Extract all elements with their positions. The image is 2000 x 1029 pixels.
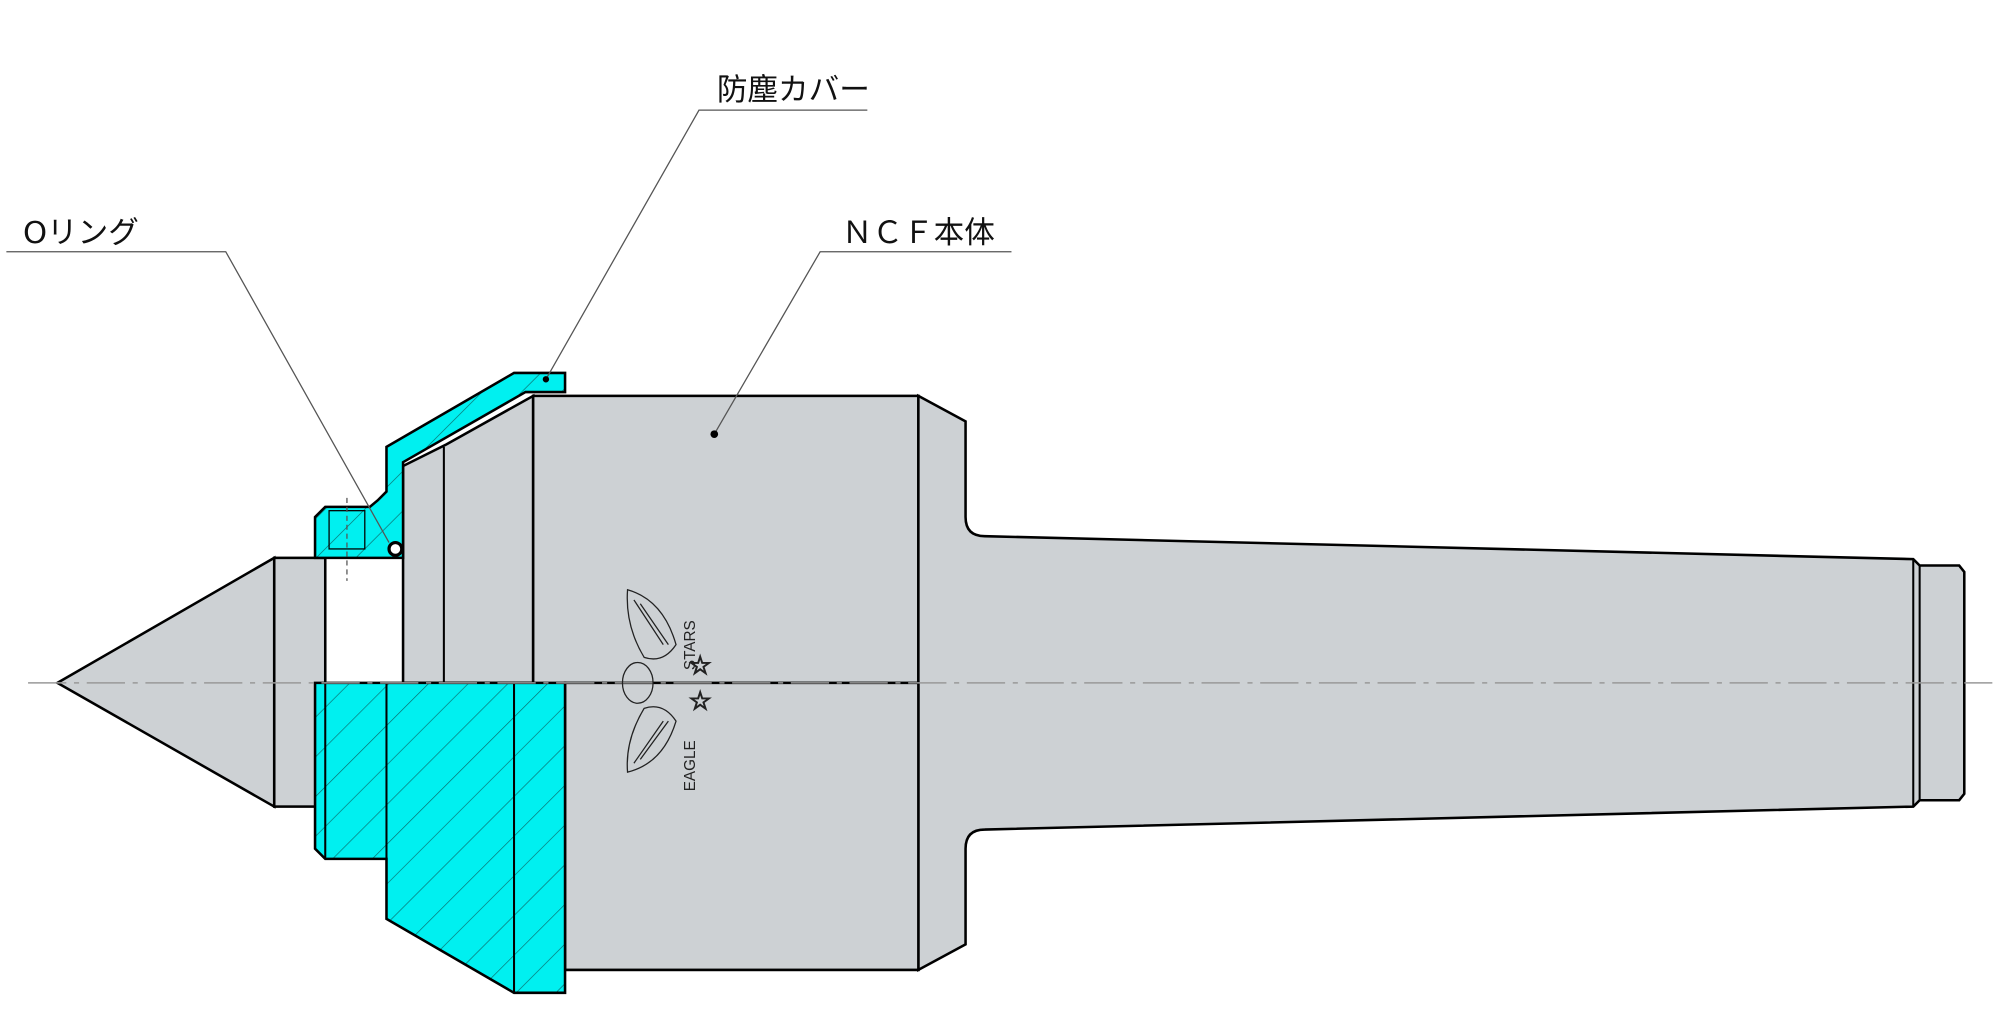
lower-section-view xyxy=(313,681,567,995)
label-o-ring: Oリング xyxy=(23,216,139,251)
logo-text-stars: STARS xyxy=(682,620,699,670)
svg-text:☆: ☆ xyxy=(689,687,712,716)
label-ncf-body: ＮＣＦ本体 xyxy=(842,216,995,251)
callout-o-ring: Oリング xyxy=(6,216,390,543)
label-dust-cover: 防塵カバー xyxy=(717,73,870,108)
logo-text-eagle: EAGLE xyxy=(682,740,699,791)
o-ring xyxy=(387,540,404,557)
callout-ncf-body: ＮＣＦ本体 xyxy=(710,216,1012,438)
dust-cover-section xyxy=(313,371,567,560)
callout-dust-cover: 防塵カバー xyxy=(542,73,870,383)
eagle-stars-logo: STARS EAGLE ☆ ☆ xyxy=(621,588,712,791)
svg-text:☆: ☆ xyxy=(689,651,712,680)
